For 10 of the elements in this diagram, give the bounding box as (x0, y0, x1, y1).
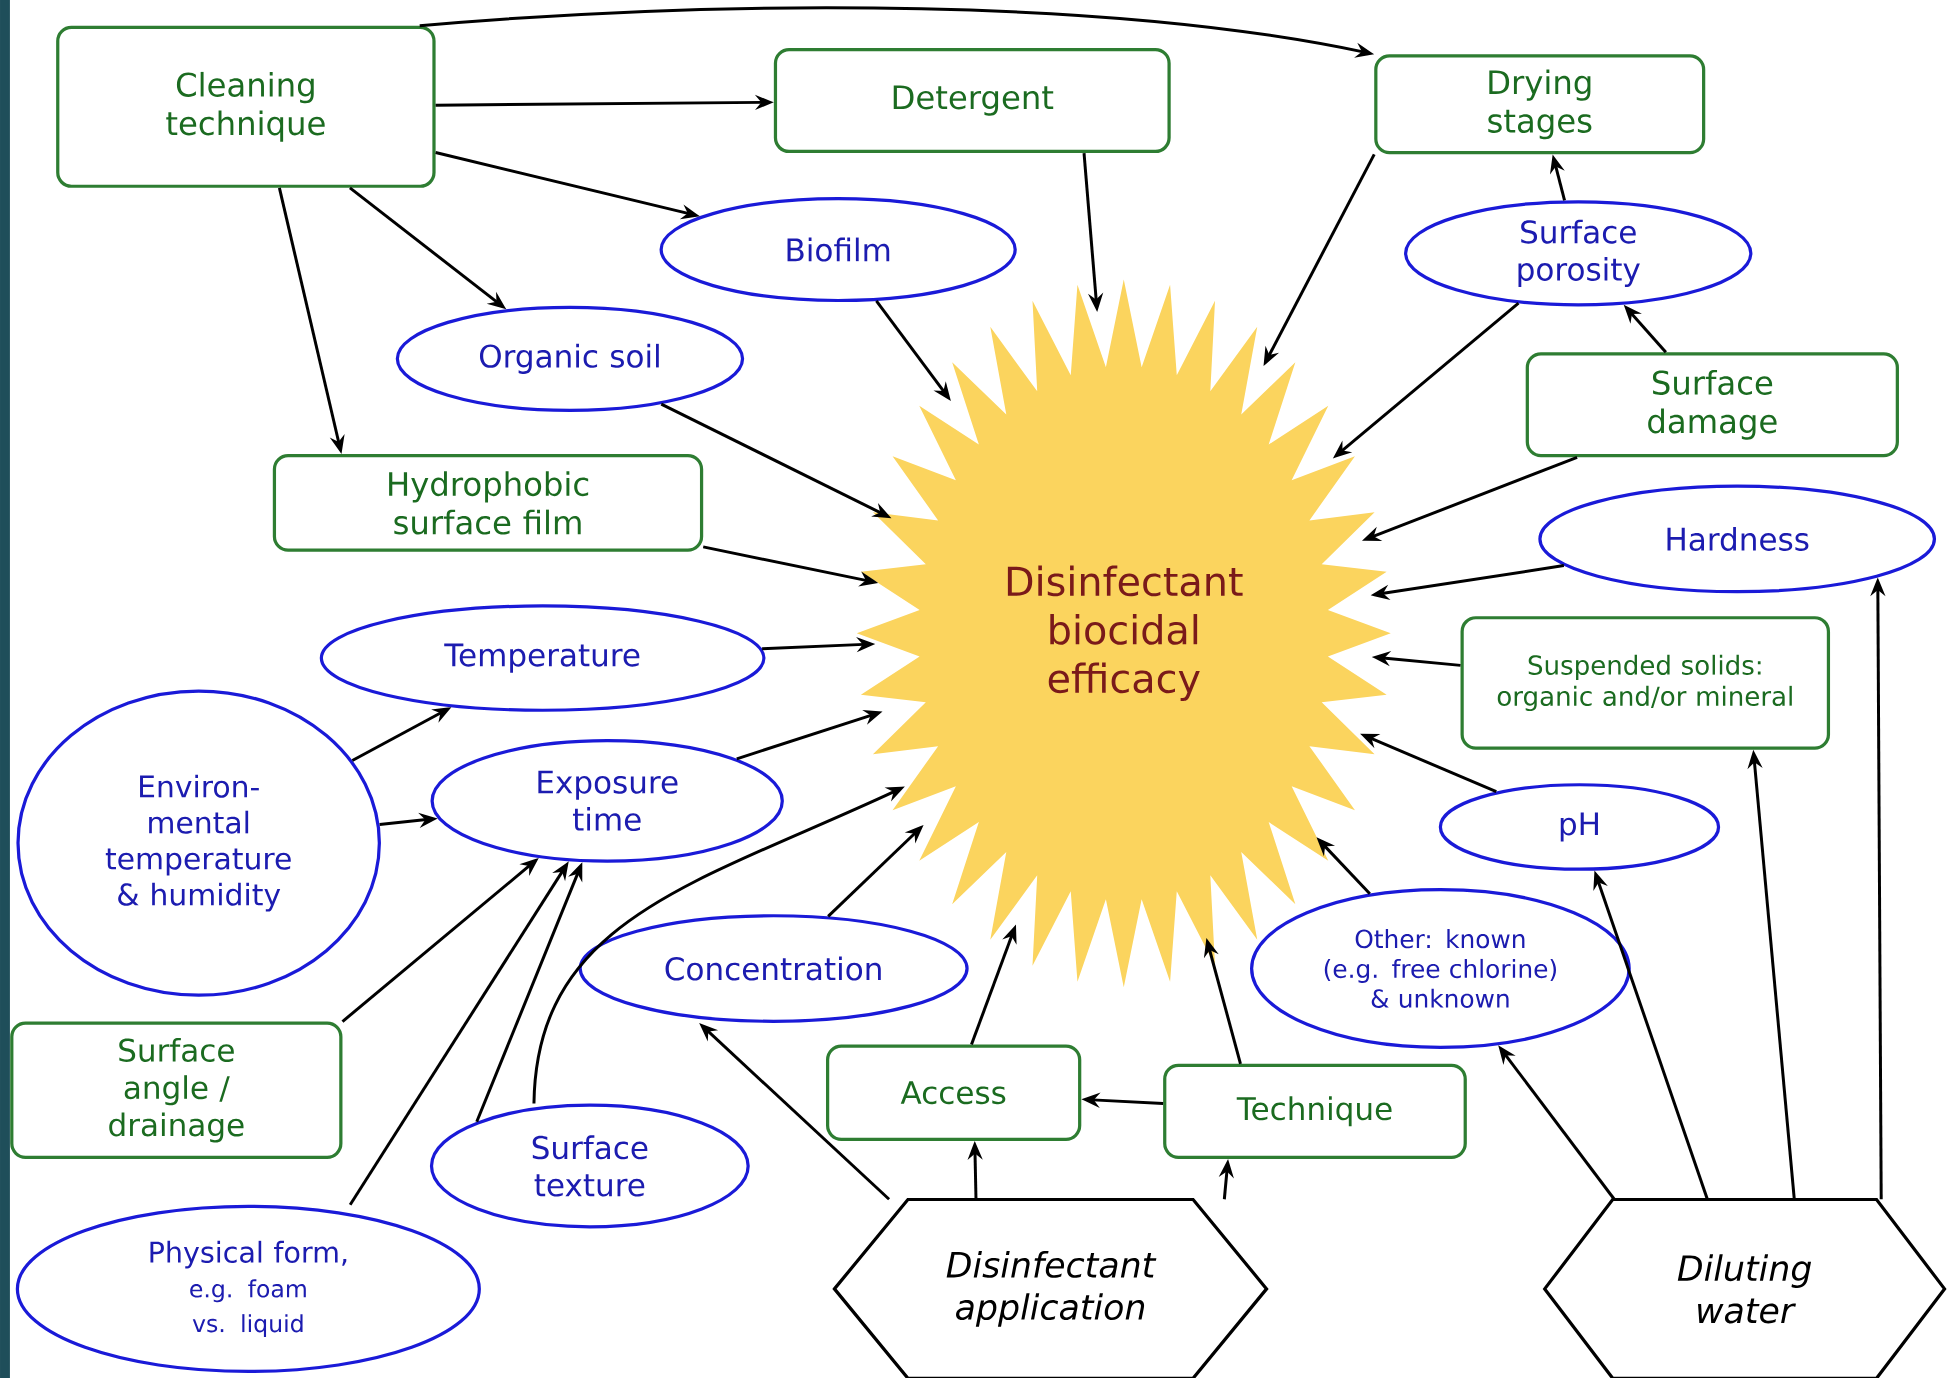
factor-box: Surface angle / drainage (10, 1021, 343, 1159)
factor-box: Suspended solids: organic and/or mineral (1460, 616, 1831, 750)
factor-box: Detergent (773, 47, 1171, 153)
factor-box: Technique (1163, 1063, 1467, 1159)
factor-box: Access (826, 1044, 1082, 1141)
factor-box: Hydrophobic surface film (272, 453, 704, 552)
source-hexagon: Disinfectant application (832, 1197, 1269, 1378)
factor-box: Cleaning technique (56, 25, 436, 188)
factor-box: Surface damage (1525, 352, 1899, 458)
factor-box: Drying stages (1374, 54, 1706, 155)
